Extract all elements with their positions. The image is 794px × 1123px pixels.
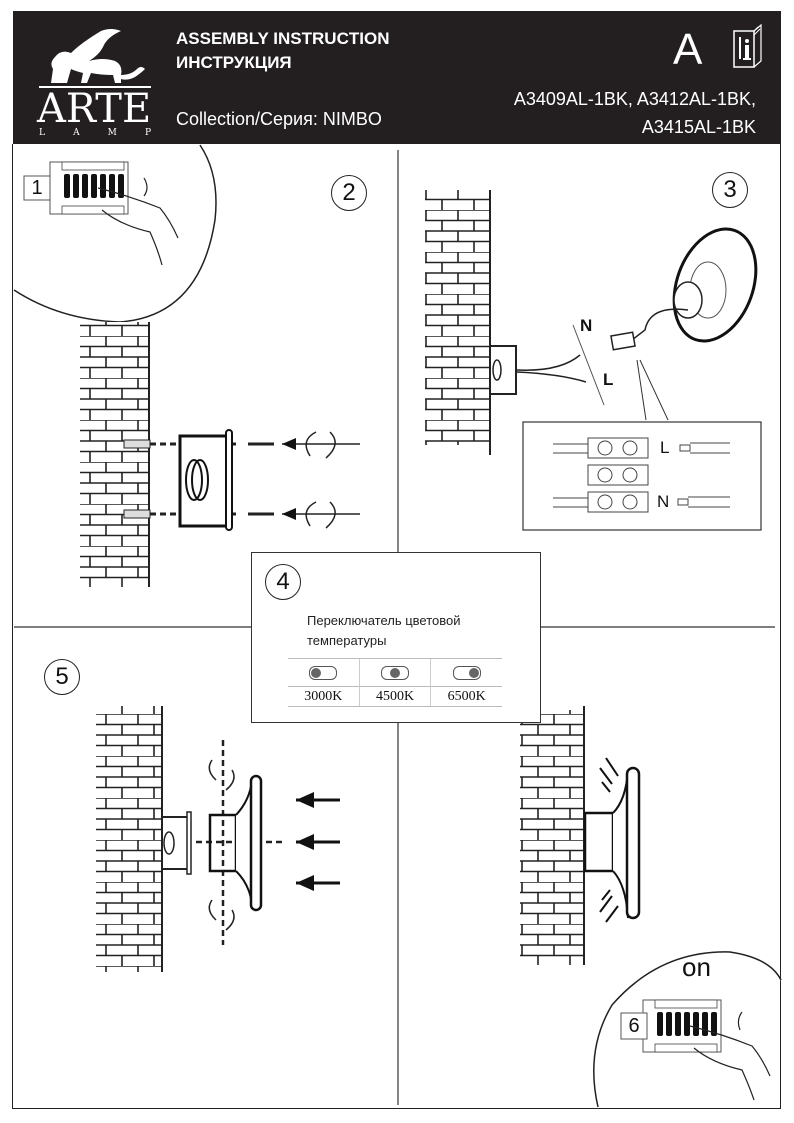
models-line-2: A3415AL-1BK [641, 117, 756, 137]
instruction-frame [12, 144, 781, 1109]
option-4500k-switch [358, 659, 431, 687]
step6-breaker-inset [593, 951, 782, 1108]
step6-final-illustration [520, 706, 641, 965]
header-banner: ARTE L A M P ASSEMBLY INSTRUCTION ИНСТРУ… [13, 11, 781, 144]
step1-label-box [23, 175, 51, 201]
step-4-badge: 4 [265, 564, 301, 600]
grid-dividers [14, 150, 775, 1105]
option-3000k-label: 3000K [304, 689, 343, 704]
page-title: ASSEMBLY INSTRUCTION ИНСТРУКЦИЯ [176, 27, 389, 75]
manual-book-icon [733, 23, 762, 68]
size-letter: A [673, 25, 703, 74]
color-temperature-panel: 4 Переключатель цветовой температуры 300… [251, 552, 541, 723]
option-3000k-switch [288, 659, 359, 687]
step1-breaker-inset [13, 144, 217, 323]
models-line-1: A3409AL-1BK, A3412AL-1BK, [513, 89, 756, 109]
step3-illustration [425, 190, 762, 531]
option-6500k-switch [430, 659, 503, 687]
brand-sub-letter: P [144, 128, 151, 138]
model-numbers: A3409AL-1BK, A3412AL-1BK, A3415AL-1BK [396, 85, 756, 141]
toggle-switch-icon [309, 665, 338, 680]
step5-illustration [96, 706, 340, 972]
wire-l-label: L [603, 370, 614, 389]
step-5-badge: 5 [44, 659, 80, 695]
brand-sub-letter: L [39, 128, 45, 138]
step-3-badge: 3 [712, 172, 748, 208]
griffin-logo-icon [51, 29, 145, 83]
step-6-label: 6 [628, 1015, 640, 1037]
collection-label: Collection/Серия: NIMBO [176, 109, 382, 129]
step-1-label: 1 [31, 177, 43, 199]
step-2-badge: 2 [331, 175, 367, 211]
option-6500k-label: 6500K [430, 687, 502, 706]
logo-rule [39, 86, 151, 88]
switch-title-line-2: температуры [307, 633, 387, 648]
terminal-l-label: L [660, 438, 670, 457]
temperature-table: 3000K 4500K 6500K [288, 658, 503, 707]
switch-description: Переключатель цветовой температуры [307, 611, 461, 651]
wire-n-label: N [580, 316, 593, 335]
step2-illustration [80, 322, 360, 587]
title-en: ASSEMBLY INSTRUCTION [176, 29, 390, 48]
toggle-switch-icon [452, 665, 481, 680]
switch-title-line-1: Переключатель цветовой [307, 613, 461, 628]
brand-sub-letter: A [73, 128, 80, 138]
terminal-n-label: N [657, 492, 670, 511]
step6-label-box [620, 1012, 648, 1040]
brand-sub-letter: M [107, 128, 117, 138]
toggle-switch-icon [381, 665, 409, 680]
brand-sub: L A M P [39, 128, 151, 138]
power-on-label: on [682, 952, 711, 982]
brand-name: ARTE [37, 86, 152, 132]
option-4500k-label: 4500K [358, 687, 431, 706]
title-ru: ИНСТРУКЦИЯ [176, 53, 292, 72]
